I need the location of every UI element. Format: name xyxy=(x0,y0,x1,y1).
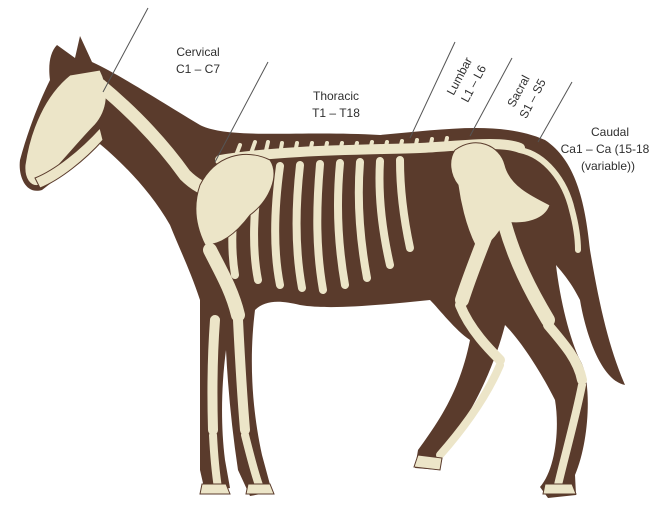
caudal-range: Ca1 – Ca (15-18 xyxy=(561,142,650,156)
thoracic-range: T1 – T18 xyxy=(312,106,360,120)
caudal-note: (variable)) xyxy=(581,159,635,173)
cervical-leader xyxy=(103,8,148,92)
lumbar-label-group: Lumbar L1 – L6 xyxy=(444,55,490,105)
cervical-label: Cervical xyxy=(176,45,219,59)
cervical-range: C1 – C7 xyxy=(176,62,220,76)
caudal-label: Caudal xyxy=(591,125,629,139)
thoracic-label: Thoracic xyxy=(313,89,359,103)
sacral-label-group: Sacral S1 – S5 xyxy=(502,69,549,121)
